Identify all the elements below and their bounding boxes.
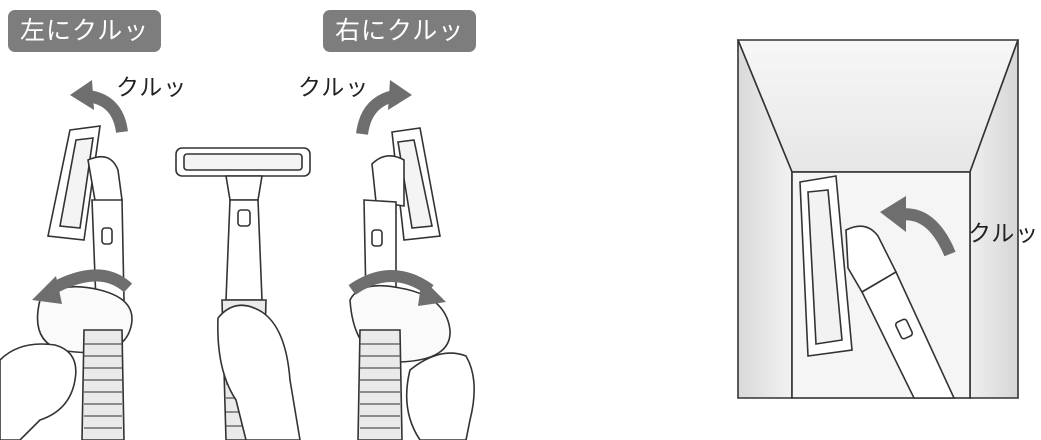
center-figure [175,147,311,440]
corner-click-caption: クルッ [968,221,1040,247]
arrow-head [880,196,906,232]
arrow-head [388,80,412,110]
right-click-caption: クルッ [298,75,370,101]
arrow-head [418,278,446,306]
right-turn-figure [349,127,475,440]
arrow-head [70,80,94,110]
right-turn-badge: 右にクルッ [323,10,477,52]
corner-figure [736,39,1020,399]
left-turn-badge: 左にクルッ [8,10,162,52]
arrow-head [32,276,62,304]
left-click-caption: クルッ [116,75,188,101]
